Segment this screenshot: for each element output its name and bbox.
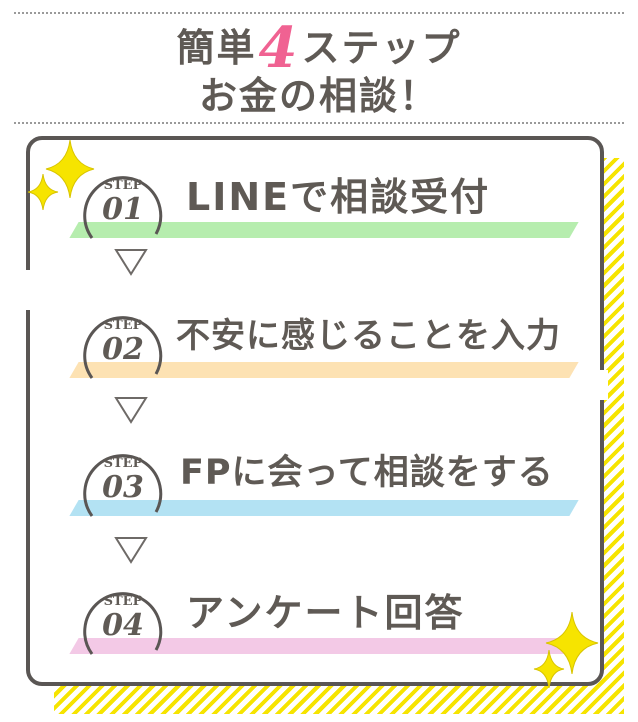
page-title-line1: 簡単4ステップ bbox=[0, 20, 638, 76]
step-number: 03 bbox=[102, 470, 144, 505]
step-number: 02 bbox=[102, 332, 144, 367]
page-title-line2: お金の相談！ bbox=[198, 74, 439, 118]
step-01-badge: STEP 01 bbox=[78, 164, 168, 248]
down-triangle-outline-icon bbox=[114, 537, 148, 564]
step-number: 04 bbox=[102, 608, 144, 643]
step-03: STEP 03 FPに会って相談をする bbox=[66, 426, 579, 517]
step-label: STEP bbox=[103, 456, 143, 471]
step-04: STEP 04 アンケート回答 bbox=[66, 564, 579, 655]
title-number: 4 bbox=[258, 15, 300, 81]
step-02: STEP 02 不安に感じることを入力 bbox=[66, 288, 579, 379]
step-02-title: 不安に感じることを入力 bbox=[176, 316, 561, 356]
step-01: STEP 01 LINEで相談受付 bbox=[66, 148, 579, 239]
border-gap-left bbox=[24, 270, 36, 310]
down-triangle-outline-icon bbox=[114, 249, 148, 276]
step-label: STEP bbox=[103, 178, 143, 193]
sparkle-icon bbox=[533, 649, 565, 689]
step-label: STEP bbox=[103, 594, 143, 609]
step-04-title: アンケート回答 bbox=[186, 591, 465, 635]
step-03-badge: STEP 03 bbox=[78, 442, 168, 526]
title-prefix: 簡単 bbox=[176, 26, 257, 70]
step-01-title: LINEで相談受付 bbox=[186, 175, 491, 219]
down-triangle-outline-icon bbox=[114, 397, 148, 424]
step-03-title: FPに会って相談をする bbox=[180, 453, 554, 493]
sparkle-icon bbox=[545, 611, 599, 675]
step-04-badge: STEP 04 bbox=[78, 580, 168, 664]
step-number: 01 bbox=[102, 192, 144, 227]
sparkle-icon bbox=[45, 139, 95, 199]
sparkle-icon bbox=[27, 173, 59, 211]
step-label: STEP bbox=[103, 318, 143, 333]
title-suffix: ステップ bbox=[301, 26, 462, 70]
top-dotted-divider bbox=[14, 12, 624, 14]
step-02-badge: STEP 02 bbox=[78, 304, 168, 388]
bottom-dotted-divider bbox=[14, 122, 624, 124]
border-gap-right bbox=[596, 370, 608, 400]
